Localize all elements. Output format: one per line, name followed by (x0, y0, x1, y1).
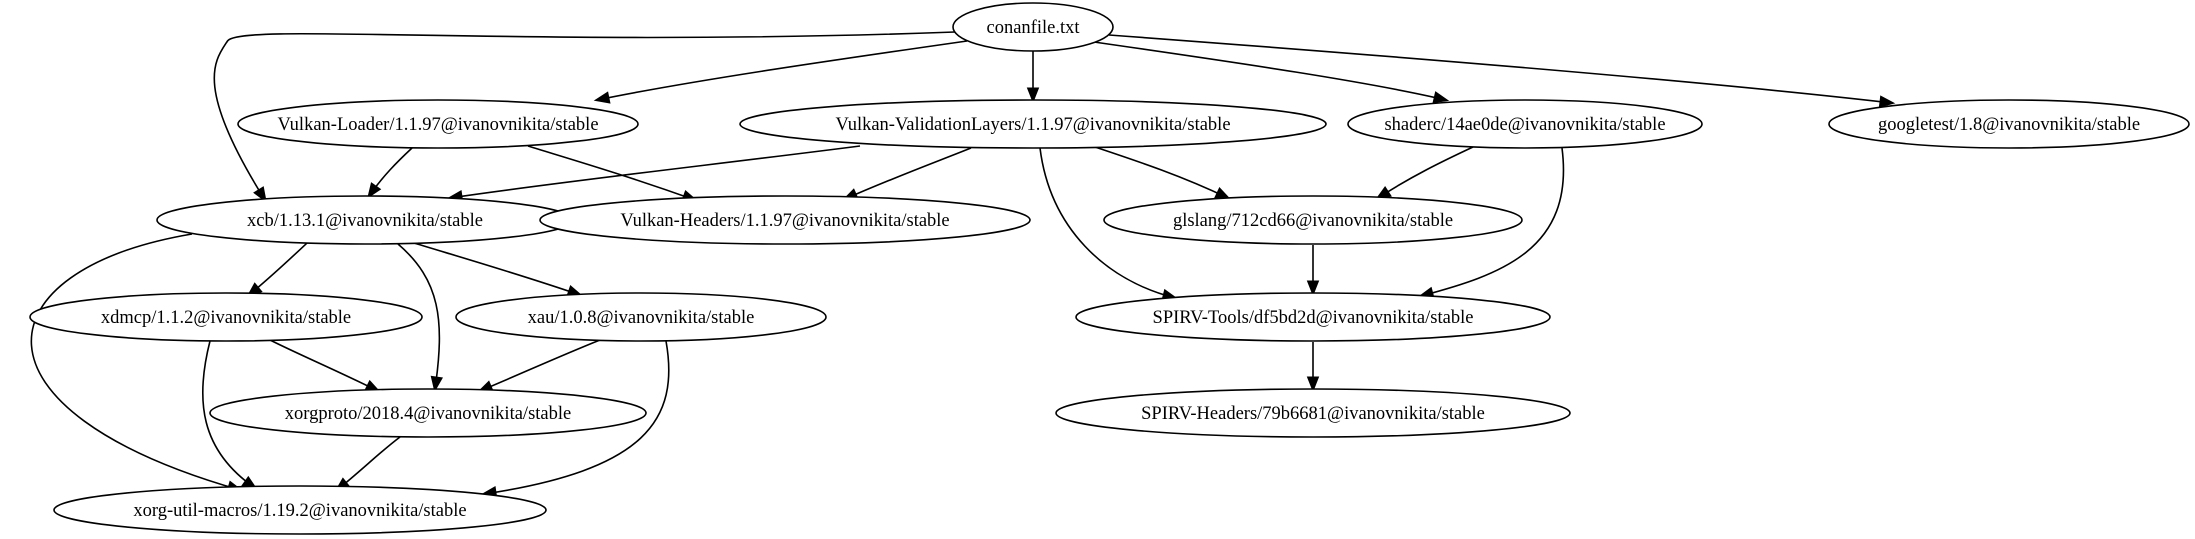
edge-conanfile-to-vulkan-loader (593, 40, 968, 104)
arrowhead-icon (253, 186, 267, 203)
edge-line (844, 147, 972, 200)
node-shaderc: shaderc/14ae0de@ivanovnikita/stable (1347, 99, 1703, 149)
node-xorg-util-macros: xorg-util-macros/1.19.2@ivanovnikita/sta… (53, 485, 547, 535)
node-label: Vulkan-Loader/1.1.97@ivanovnikita/stable (277, 115, 598, 135)
edge-line (1420, 147, 1565, 297)
node-ellipse (237, 99, 639, 149)
edge-line (527, 145, 696, 201)
node-label: googletest/1.8@ivanovnikita/stable (1878, 115, 2140, 135)
node-xdmcp: xdmcp/1.1.2@ivanovnikita/stable (29, 292, 423, 342)
edge-line (213, 31, 956, 201)
arrowhead-icon (1026, 87, 1040, 104)
edge-xdmcp-to-xorgproto (269, 339, 382, 393)
node-ellipse (739, 99, 1327, 149)
arrowhead-icon (593, 91, 611, 104)
node-glslang: glslang/712cd66@ivanovnikita/stable (1103, 195, 1523, 245)
node-label: xdmcp/1.1.2@ivanovnikita/stable (101, 308, 351, 328)
node-vulkan-validation: Vulkan-ValidationLayers/1.1.97@ivanovnik… (739, 99, 1327, 149)
node-ellipse (1055, 388, 1571, 438)
node-label: xcb/1.13.1@ivanovnikita/stable (247, 211, 483, 231)
arrowhead-icon (1878, 95, 1896, 108)
node-googletest: googletest/1.8@ivanovnikita/stable (1828, 99, 2190, 149)
node-vulkan-headers: Vulkan-Headers/1.1.97@ivanovnikita/stabl… (539, 195, 1031, 245)
node-vulkan-loader: Vulkan-Loader/1.1.97@ivanovnikita/stable (237, 99, 639, 149)
edge-conanfile-to-vulkan-validation (1026, 50, 1040, 104)
node-label: xorg-util-macros/1.19.2@ivanovnikita/sta… (133, 501, 466, 521)
edge-vulkan-loader-to-vulkan-headers (527, 145, 699, 202)
edge-line (483, 340, 670, 495)
edge-xcb-to-xorg-util-macros (30, 233, 244, 493)
node-label: shaderc/14ae0de@ivanovnikita/stable (1384, 115, 1665, 135)
edge-line (1093, 41, 1447, 101)
node-ellipse (1347, 99, 1703, 149)
edge-glslang-to-spirv-tools (1306, 245, 1320, 297)
node-label: Vulkan-ValidationLayers/1.1.97@ivanovnik… (835, 115, 1230, 135)
node-xorgproto: xorgproto/2018.4@ivanovnikita/stable (209, 388, 647, 438)
node-label: xau/1.0.8@ivanovnikita/stable (528, 308, 755, 328)
graph-nodes: conanfile.txtVulkan-Loader/1.1.97@ivanov… (29, 2, 2190, 535)
node-ellipse (1075, 292, 1551, 342)
edge-line (30, 233, 241, 491)
edge-spirv-tools-to-spirv-headers (1306, 342, 1320, 393)
node-spirv-headers: SPIRV-Headers/79b6681@ivanovnikita/stabl… (1055, 388, 1571, 438)
graph-edges (30, 31, 1896, 499)
edge-line (596, 40, 968, 101)
edge-line (1094, 146, 1229, 199)
node-label: Vulkan-Headers/1.1.97@ivanovnikita/stabl… (620, 211, 949, 231)
node-ellipse (1828, 99, 2190, 149)
edge-conanfile-to-shaderc (1093, 41, 1450, 104)
node-conanfile: conanfile.txt (952, 2, 1114, 52)
edge-vulkan-validation-to-glslang (1094, 146, 1232, 200)
arrowhead-icon (367, 182, 382, 199)
edge-line (397, 243, 441, 390)
edge-conanfile-to-xcb (213, 31, 956, 203)
edge-shaderc-to-glslang (1375, 146, 1474, 200)
edge-line (269, 339, 379, 392)
edge-line (449, 145, 861, 199)
arrowhead-icon (1432, 91, 1450, 104)
edge-vulkan-validation-to-vulkan-headers (841, 147, 972, 201)
arrowhead-icon (430, 375, 443, 393)
node-ellipse (455, 292, 827, 342)
edge-line (413, 242, 581, 296)
edge-xorgproto-to-xorg-util-macros (334, 436, 401, 493)
node-ellipse (1103, 195, 1523, 245)
edge-xcb-to-xau (413, 242, 584, 297)
edge-line (1039, 147, 1176, 299)
node-ellipse (53, 485, 547, 535)
edge-xau-to-xorgproto (476, 339, 601, 393)
edge-vulkan-validation-to-xcb (446, 145, 861, 203)
edge-conanfile-to-googletest (1108, 34, 1896, 108)
node-ellipse (539, 195, 1031, 245)
node-label: SPIRV-Tools/df5bd2d@ivanovnikita/stable (1153, 308, 1474, 328)
edge-line (1108, 34, 1893, 104)
node-ellipse (29, 292, 423, 342)
node-label: conanfile.txt (987, 18, 1081, 38)
node-ellipse (209, 388, 647, 438)
edge-xcb-to-xdmcp (246, 242, 308, 298)
edge-line (1377, 146, 1474, 199)
edge-xcb-to-xorgproto (397, 243, 443, 393)
node-label: SPIRV-Headers/79b6681@ivanovnikita/stabl… (1141, 404, 1485, 424)
node-xcb: xcb/1.13.1@ivanovnikita/stable (156, 195, 574, 245)
edge-vulkan-loader-to-xcb (367, 147, 413, 199)
node-xau: xau/1.0.8@ivanovnikita/stable (455, 292, 827, 342)
edge-line (201, 340, 256, 489)
node-spirv-tools: SPIRV-Tools/df5bd2d@ivanovnikita/stable (1075, 292, 1551, 342)
edge-line (479, 339, 601, 392)
node-label: glslang/712cd66@ivanovnikita/stable (1173, 211, 1453, 231)
arrowhead-icon (1306, 280, 1320, 297)
node-ellipse (952, 2, 1114, 52)
node-label: xorgproto/2018.4@ivanovnikita/stable (285, 404, 571, 424)
arrowhead-icon (1306, 376, 1320, 393)
